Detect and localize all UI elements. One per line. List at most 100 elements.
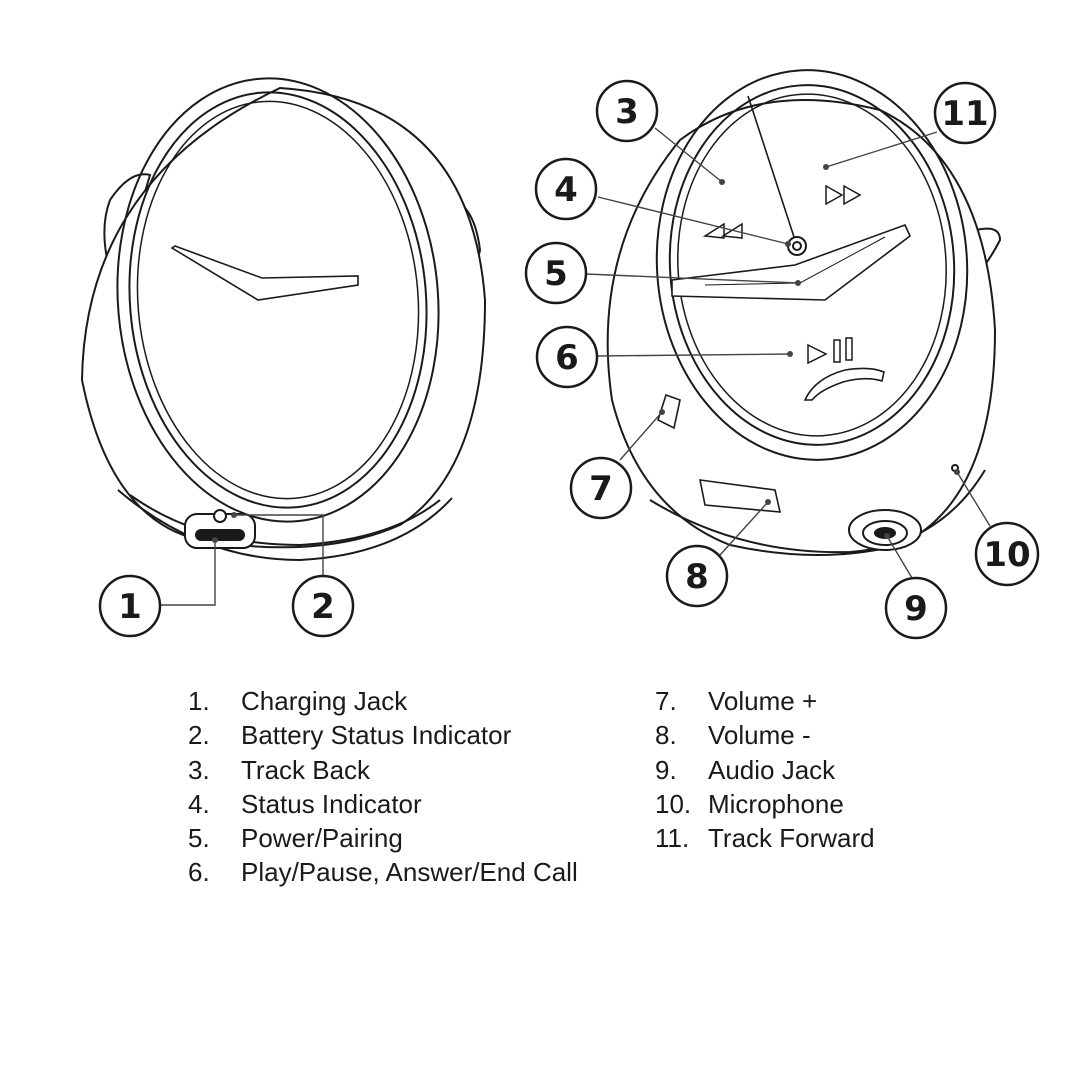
leader-9 xyxy=(886,535,913,579)
callout-8-label: 8 xyxy=(685,557,709,597)
legend-label: Charging Jack xyxy=(241,686,408,716)
legend-item: 2. Battery Status Indicator xyxy=(188,718,578,752)
leader-11-dot xyxy=(823,164,829,170)
device-back-view xyxy=(80,77,487,562)
face-ring-outer xyxy=(116,77,440,523)
front-ring-outer xyxy=(655,69,969,461)
legend-number: 5. xyxy=(188,823,210,854)
leader-6-dot xyxy=(787,351,793,357)
leader-4 xyxy=(597,196,789,245)
volume-plus-button xyxy=(657,393,681,430)
leader-1-dot xyxy=(212,537,218,543)
leader-8 xyxy=(719,501,769,556)
base-rim xyxy=(129,494,441,547)
phone-icon xyxy=(803,367,885,401)
base-rim-lower xyxy=(117,489,453,562)
leader-10 xyxy=(956,471,991,527)
outer-shell-front xyxy=(606,99,997,556)
callout-4-label: 4 xyxy=(554,170,578,210)
callout-9-label: 9 xyxy=(904,589,928,629)
pause-bar-left xyxy=(833,339,841,363)
legend-item: 3. Track Back xyxy=(188,753,578,787)
play-icon xyxy=(807,343,828,365)
callout-3: 3 xyxy=(595,79,659,143)
callout-1-label: 1 xyxy=(118,587,142,627)
leader-10-dot xyxy=(954,469,960,475)
callout-10-label: 10 xyxy=(983,535,1030,575)
leader-1 xyxy=(160,540,216,606)
leader-5-dot xyxy=(795,280,801,286)
callout-7: 7 xyxy=(569,456,633,520)
legend-left-column: 1.Charging Jack 2. Battery Status Indicat… xyxy=(188,684,578,890)
callout-11-label: 11 xyxy=(941,94,988,134)
legend-item: 5. Power/Pairing xyxy=(188,821,578,855)
battery-status-indicator xyxy=(213,509,227,523)
legend-item: 9. Audio Jack xyxy=(655,753,875,787)
charging-jack-slot xyxy=(195,529,245,541)
legend-item: 4. Status Indicator xyxy=(188,787,578,821)
callout-6-label: 6 xyxy=(555,338,579,378)
callout-2: 2 xyxy=(291,574,355,638)
callout-9: 9 xyxy=(884,576,948,640)
callout-5-label: 5 xyxy=(544,254,568,294)
legend-label: Battery Status Indicator xyxy=(241,720,512,751)
legend-item: 7. Volume + xyxy=(655,684,875,718)
track-divider xyxy=(747,95,796,241)
callout-10: 10 xyxy=(974,521,1040,587)
leader-6 xyxy=(597,353,791,357)
legend-item: 1.Charging Jack xyxy=(188,684,578,718)
legend-number: 11. xyxy=(655,823,690,854)
callout-8: 8 xyxy=(665,544,729,608)
legend-label: Microphone xyxy=(708,788,844,819)
legend-label: Track Back xyxy=(241,754,371,785)
legend-label: Power/Pairing xyxy=(241,823,403,854)
legend-number: 3. xyxy=(188,754,210,785)
leader-2-dot xyxy=(231,512,237,518)
volume-minus-button xyxy=(698,479,782,513)
leader-11 xyxy=(825,131,938,168)
callout-1: 1 xyxy=(98,574,162,638)
leader-8-dot xyxy=(765,499,771,505)
legend-label: Volume + xyxy=(708,686,818,716)
track-forward-icon xyxy=(825,184,862,206)
legend-label: Play/Pause, Answer/End Call xyxy=(241,857,578,888)
legend-number: 9. xyxy=(655,754,677,785)
front-ring-middle xyxy=(668,84,956,446)
leader-2 xyxy=(234,514,324,575)
callout-11: 11 xyxy=(933,81,997,145)
base-rim-front xyxy=(649,469,986,554)
callout-5: 5 xyxy=(524,241,588,305)
legend-label: Track Forward xyxy=(708,823,875,854)
status-indicator-inner xyxy=(792,241,802,251)
leader-7 xyxy=(619,411,663,461)
leader-lines xyxy=(160,127,991,606)
legend-number: 7. xyxy=(655,686,677,716)
legend-number: 6. xyxy=(188,857,210,888)
legend-item: 6. Play/Pause, Answer/End Call xyxy=(188,855,578,889)
legend-number: 2. xyxy=(188,720,210,751)
legend-label: Audio Jack xyxy=(708,754,836,785)
callout-4: 4 xyxy=(534,157,598,221)
chevron-logo xyxy=(170,245,359,301)
legend-item: 11. Track Forward xyxy=(655,821,875,855)
power-pairing-button xyxy=(671,223,911,301)
callout-7-label: 7 xyxy=(589,469,613,509)
leader-7-dot xyxy=(659,409,665,415)
front-ring-inner xyxy=(677,93,947,437)
legend-item: 10. Microphone xyxy=(655,787,875,821)
legend-label: Status Indicator xyxy=(241,788,422,819)
device-front-view xyxy=(606,69,1002,556)
legend-number: 4. xyxy=(188,788,210,819)
legend-right-column: 7. Volume + 8.Volume - 9. Audio Jack 10. Mi… xyxy=(655,684,875,855)
callout-6: 6 xyxy=(535,325,599,389)
leader-3-dot xyxy=(719,179,725,185)
callout-2-label: 2 xyxy=(311,587,335,627)
leader-5 xyxy=(585,273,799,284)
status-indicator xyxy=(787,236,807,256)
pause-bar-right xyxy=(845,337,853,361)
legend-number: 10. xyxy=(655,788,692,819)
leader-9-dot xyxy=(884,533,890,539)
legend-item: 8.Volume - xyxy=(655,718,875,752)
legend-number: 8. xyxy=(655,720,677,751)
leader-4-dot xyxy=(785,241,791,247)
